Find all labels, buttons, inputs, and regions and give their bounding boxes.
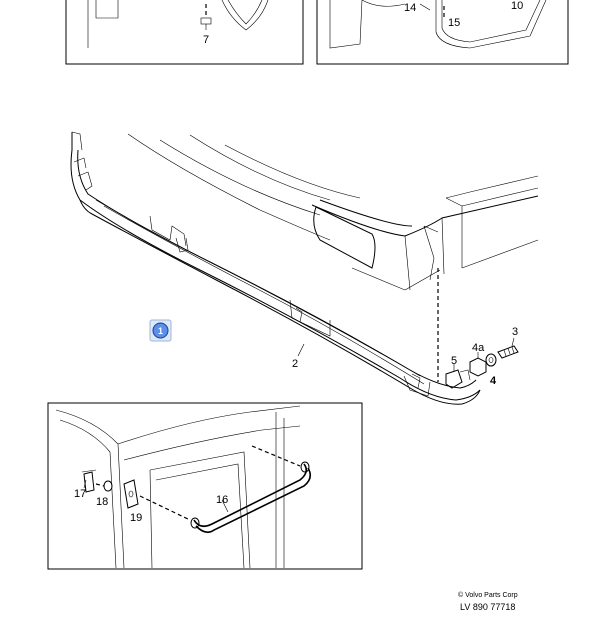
label-part-3: 3 [512, 326, 518, 338]
label-part-5: 5 [451, 355, 457, 367]
label-part-17: 17 [74, 488, 86, 500]
label-part-2: 2 [292, 358, 298, 370]
label-part-19: 19 [130, 512, 142, 524]
bumper-spoiler [70, 131, 481, 405]
drawing-reference: LV 890 77718 [460, 602, 515, 612]
inset-top-right [316, 0, 569, 65]
fastener-group [445, 345, 519, 389]
label-part-15: 15 [448, 17, 460, 29]
label-part-4a: 4a [472, 342, 485, 354]
leader-lines [83, 337, 515, 513]
label-part-7: 7 [203, 34, 209, 46]
label-part-4: 4 [490, 375, 497, 387]
label-part-16: 16 [216, 494, 228, 506]
label-part-10: 10 [511, 0, 523, 12]
label-part-14: 14 [404, 2, 416, 14]
label-part-18: 18 [96, 496, 108, 508]
inset-top-left [65, 0, 304, 65]
callout-marker-1[interactable]: 1 [149, 319, 172, 342]
callout-marker-label: 1 [158, 326, 163, 336]
inset-bottom [47, 402, 363, 570]
copyright-text: © Volvo Parts Corp [458, 591, 518, 599]
vehicle-body [127, 133, 539, 291]
